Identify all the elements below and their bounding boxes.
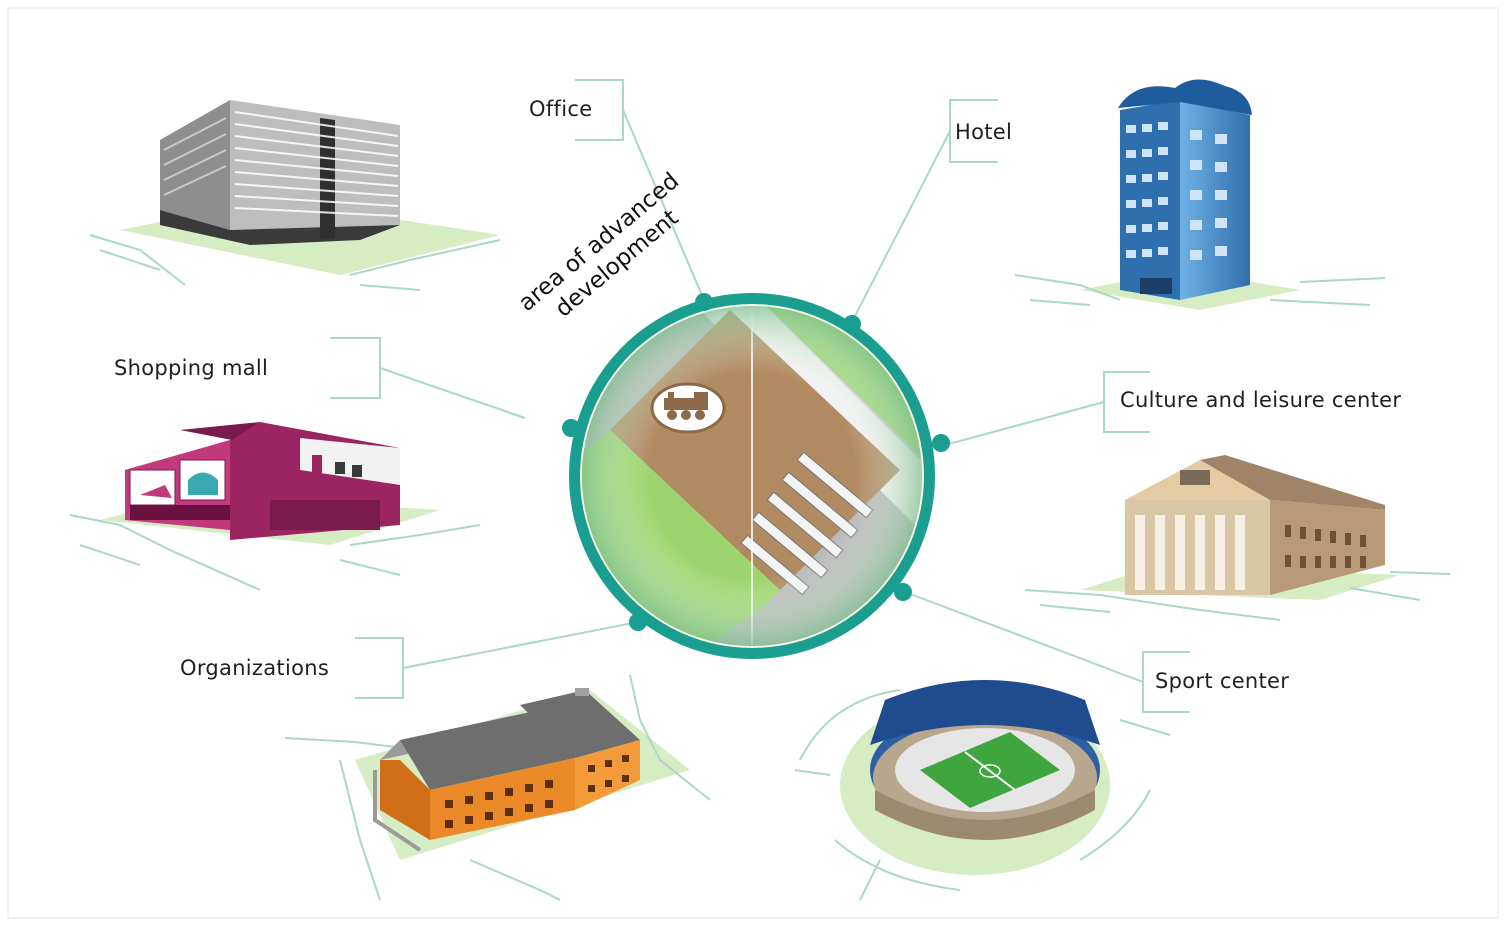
office-building-illustration	[89, 100, 501, 291]
center-map	[562, 293, 950, 659]
sport-connector	[904, 591, 1144, 683]
hotel-connector	[851, 130, 951, 323]
shopping-mall-illustration	[69, 422, 481, 591]
organizations-illustration	[284, 674, 711, 901]
office-label: Office	[529, 97, 593, 121]
culture-connector	[944, 401, 1105, 446]
shopping-mall-label: Shopping mall	[114, 356, 269, 380]
culture-center-illustration	[1024, 455, 1451, 621]
ring-nodes	[562, 293, 950, 631]
hotel-label: Hotel	[955, 120, 1013, 144]
organizations-connector	[402, 621, 639, 669]
frame	[7, 7, 1499, 919]
office-connector	[622, 109, 705, 301]
culture-label: Culture and leisure center	[1120, 388, 1402, 412]
hotel-illustration	[1014, 79, 1386, 310]
train-icon	[650, 382, 726, 434]
sport-center-label: Sport center	[1155, 669, 1290, 693]
mall-connector	[379, 367, 526, 419]
organizations-label: Organizations	[180, 656, 330, 680]
leader-lines	[330, 79, 1190, 713]
organizations-bracket	[355, 637, 404, 699]
sport-center-illustration	[794, 680, 1171, 901]
mall-bracket	[330, 337, 381, 399]
